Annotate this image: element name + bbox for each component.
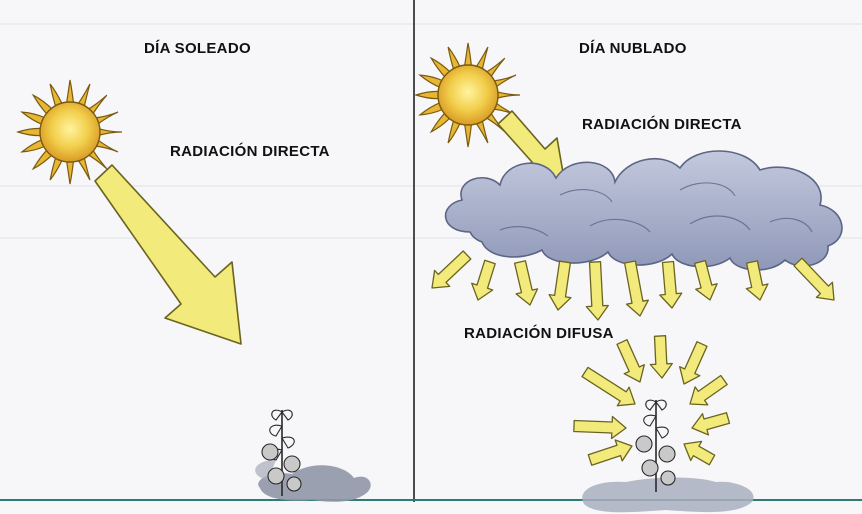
direct-radiation-arrow-left	[94, 164, 242, 345]
sun-ray	[86, 148, 108, 170]
diffuse-arrow	[793, 257, 835, 301]
diffuse-arrow	[548, 260, 572, 311]
sun-ray	[93, 138, 119, 153]
sun-icon-left	[16, 79, 123, 185]
sun-ray	[414, 90, 441, 100]
sun-ray	[93, 111, 119, 126]
sun-ray	[447, 46, 462, 72]
sun-ray	[491, 74, 517, 89]
sun-ray	[86, 94, 108, 116]
plant-diffuse-arrows	[573, 335, 731, 466]
sun-ray	[418, 101, 445, 116]
cloudy-day-label: DÍA NUBLADO	[579, 40, 687, 57]
diffuse-arrow	[623, 260, 649, 317]
sun-ray	[495, 90, 521, 100]
diffuse-arrow	[683, 440, 716, 466]
diffuse-arrow	[745, 260, 769, 301]
tomato-plant-icon-right	[582, 399, 754, 513]
diffuse-arrow	[513, 260, 539, 306]
sun-ray	[31, 148, 54, 171]
sunny-day-label: DÍA SOLEADO	[144, 40, 251, 57]
diffuse-arrow	[659, 260, 683, 309]
cloud-diffuse-arrows	[431, 250, 835, 321]
sun-ray	[418, 74, 445, 89]
sun-ray	[447, 118, 462, 144]
sun-ray	[49, 83, 64, 109]
sun-icon-right	[414, 42, 521, 148]
sun-ray	[76, 155, 91, 181]
sun-ray	[463, 42, 473, 68]
diffuse-arrow	[573, 415, 627, 440]
cloud-icon	[444, 150, 843, 271]
sun-ray	[65, 79, 75, 105]
sun-ray	[31, 93, 54, 116]
diffuse-arrow	[581, 366, 636, 407]
sun-ray	[20, 111, 47, 126]
sun-ray	[474, 46, 489, 72]
direct-radiation-label-left: RADIACIÓN DIRECTA	[170, 143, 330, 160]
diffuse-arrow	[679, 341, 708, 385]
diffuse-arrow	[616, 339, 645, 383]
sun-ray	[463, 122, 473, 148]
diffuse-arrow	[431, 250, 472, 289]
tomato-plant-icon-left	[255, 409, 371, 502]
sun-ray	[429, 56, 452, 79]
direct-radiation-label-right: RADIACIÓN DIRECTA	[582, 116, 742, 133]
sun-ray	[20, 138, 47, 153]
sun-ray	[65, 159, 75, 185]
diffuse-radiation-label: RADIACIÓN DIFUSA	[464, 325, 614, 342]
sun-ray	[49, 155, 64, 181]
diffuse-arrow	[585, 261, 609, 321]
sun-ray	[97, 127, 123, 137]
diffuse-arrow	[649, 335, 673, 379]
sun-ray	[76, 83, 91, 109]
diffuse-arrow	[587, 439, 633, 466]
diffuse-arrow	[691, 412, 731, 436]
sun-ray	[16, 127, 43, 137]
sun-ray	[429, 111, 452, 134]
diffuse-arrow	[694, 259, 718, 301]
diffuse-arrow	[471, 259, 496, 301]
sun-ray	[474, 118, 489, 144]
diffuse-arrow	[689, 374, 728, 406]
sun-ray	[484, 57, 506, 79]
